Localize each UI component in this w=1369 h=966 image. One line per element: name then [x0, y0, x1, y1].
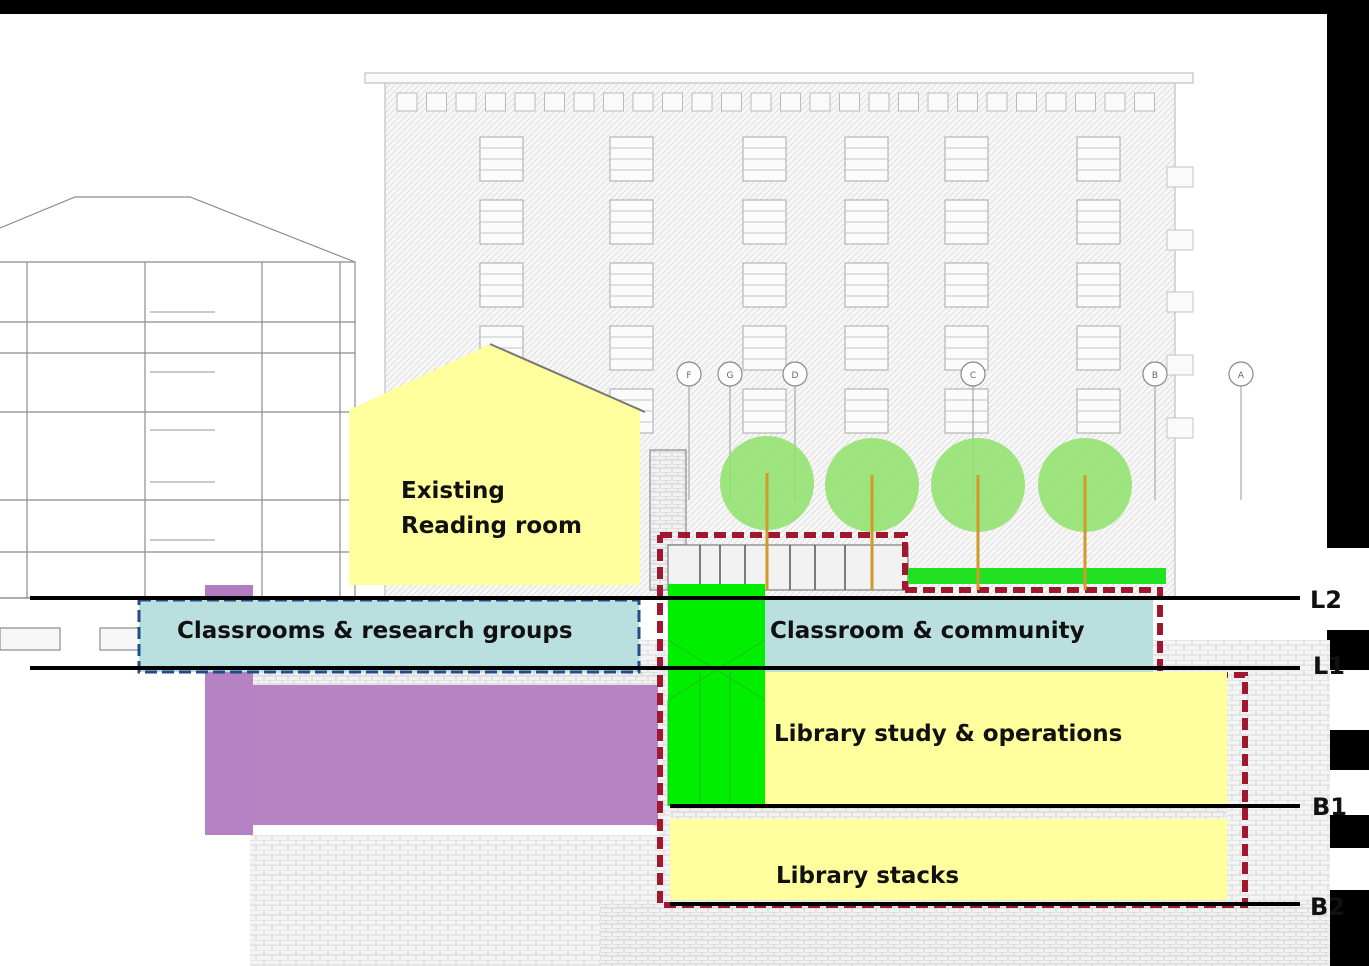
tree-icon	[720, 436, 814, 590]
window	[1076, 262, 1121, 308]
window	[742, 325, 787, 371]
parapet-square	[426, 92, 447, 112]
window	[609, 262, 654, 308]
roof-garden	[908, 568, 1166, 584]
window	[944, 262, 989, 308]
window	[479, 199, 524, 245]
window	[1076, 199, 1121, 245]
classrooms-research-label: Classrooms & research groups	[177, 618, 573, 644]
parapet-square	[868, 92, 890, 112]
grid-marker-letter: B	[1152, 371, 1158, 381]
parapet-square	[986, 92, 1008, 112]
window	[1076, 136, 1121, 182]
grid-marker-letter: A	[1238, 371, 1245, 381]
window	[609, 199, 654, 245]
window	[944, 136, 989, 182]
window	[844, 262, 889, 308]
parapet-square	[1016, 92, 1037, 112]
level-lines	[30, 596, 1300, 906]
library-study-zone	[765, 672, 1227, 806]
classrooms-research-zone	[137, 598, 641, 674]
parapet-square	[603, 92, 624, 112]
parapet-square	[1075, 92, 1096, 112]
parapet-square	[396, 92, 418, 112]
classroom-community-label: Classroom & community	[770, 618, 1085, 644]
existing-reading-room-line2: Reading room	[401, 513, 582, 539]
parapet-square	[780, 92, 801, 112]
window	[479, 262, 524, 308]
parapet-square	[662, 92, 683, 112]
level-label-b2: B2	[1310, 893, 1345, 921]
trees	[720, 436, 1132, 590]
parapet-square	[1134, 92, 1155, 112]
parapet-square	[544, 92, 565, 112]
tree-icon	[1038, 438, 1132, 590]
parapet-square	[750, 92, 772, 112]
parapet-square	[1045, 92, 1067, 112]
tree-icon	[931, 438, 1025, 590]
level-label-l1: L1	[1313, 652, 1345, 680]
parapet-square	[455, 92, 477, 112]
level-label-l2: L2	[1310, 586, 1342, 614]
parapet-square	[485, 92, 506, 112]
parapet-square	[514, 92, 536, 112]
grid-marker-letter: G	[727, 371, 734, 381]
parapet-square	[632, 92, 654, 112]
window	[944, 325, 989, 371]
parapet-square	[957, 92, 978, 112]
grid-marker-letter: D	[792, 371, 799, 381]
grid-marker-letter: F	[686, 371, 691, 381]
window	[479, 136, 524, 182]
parapet-square	[573, 92, 595, 112]
window	[742, 388, 787, 434]
window	[742, 262, 787, 308]
grid-marker-letter: C	[970, 371, 976, 381]
grid-marker-bubble: F	[676, 361, 702, 500]
top-band	[0, 0, 1369, 14]
parapet-square	[1104, 92, 1126, 112]
parapet-square	[839, 92, 860, 112]
window	[844, 136, 889, 182]
new-building-outline	[657, 532, 1248, 908]
grid-marker-bubble: A	[1228, 361, 1254, 500]
right-band	[1327, 0, 1369, 966]
classroom-community-zone	[765, 600, 1153, 672]
window	[944, 199, 989, 245]
window	[844, 388, 889, 434]
library-stacks-zone	[670, 819, 1227, 900]
window	[1076, 388, 1121, 434]
window	[742, 199, 787, 245]
window	[609, 325, 654, 371]
window	[1076, 325, 1121, 371]
parapet-square	[721, 92, 742, 112]
parapet-square	[809, 92, 831, 112]
parapet-square	[691, 92, 713, 112]
parapet-square	[898, 92, 919, 112]
existing-reading-room-line1: Existing	[401, 478, 505, 504]
library-stacks-label: Library stacks	[776, 863, 960, 889]
level-label-b1: B1	[1312, 793, 1347, 821]
grid-marker-bubble: B	[1142, 361, 1168, 500]
left-building	[0, 196, 356, 651]
storefront	[667, 544, 909, 591]
window	[944, 388, 989, 434]
tree-icon	[825, 438, 919, 590]
window	[609, 136, 654, 182]
window	[844, 325, 889, 371]
existing-reading-room-shape	[349, 344, 640, 585]
atrium-zone	[668, 584, 765, 806]
parapet-square	[927, 92, 949, 112]
window	[742, 136, 787, 182]
existing-reading-room-label: Existing Reading room	[401, 474, 582, 544]
window	[844, 199, 889, 245]
library-study-label: Library study & operations	[774, 721, 1123, 747]
